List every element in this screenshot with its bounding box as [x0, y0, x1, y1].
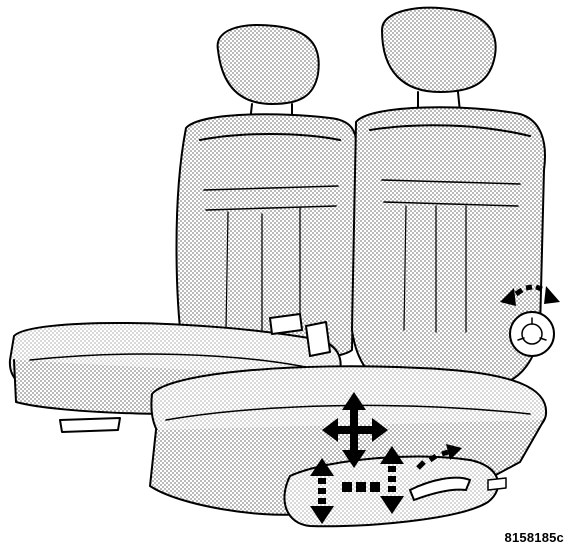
rear-height-switch [356, 482, 366, 492]
front-height-switch [342, 482, 352, 492]
left-seatback [177, 114, 357, 359]
right-headrest [382, 8, 496, 92]
fore-aft-switch [370, 482, 380, 492]
figure-id-label: 8158185c [505, 530, 564, 545]
left-headrest [218, 25, 319, 104]
